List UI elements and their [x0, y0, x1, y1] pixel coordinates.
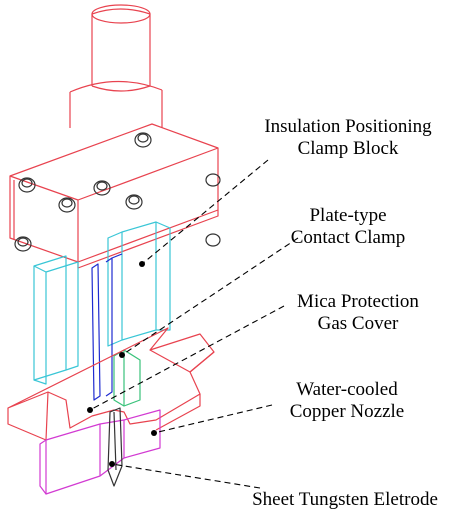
bolt-icon — [205, 233, 221, 247]
upper-cylinder — [69, 4, 163, 128]
label-insulation-block: Insulation Positioning Clamp Block — [228, 116, 468, 160]
insulation-clamp-block — [9, 123, 219, 269]
label-line: Water-cooled — [296, 379, 398, 400]
mica-gas-cover — [113, 349, 141, 407]
copper-nozzle — [7, 327, 215, 441]
bolt-icon — [18, 177, 36, 193]
label-line: Gas Cover — [317, 313, 399, 334]
label-line: Clamp Block — [297, 138, 399, 159]
label-tungsten-electrode: Sheet Tungsten Eletrode — [222, 489, 468, 511]
label-contact-clamp: Plate-type Contact Clamp — [278, 205, 418, 249]
label-line: Copper Nozzle — [289, 401, 405, 422]
leader-dot — [139, 261, 145, 267]
nozzle-base — [39, 409, 161, 495]
bolt-icon — [58, 197, 76, 213]
leader-dot — [151, 430, 157, 436]
bolt-icon — [125, 194, 143, 210]
electrode-plate — [91, 253, 123, 401]
label-mica-cover: Mica Protection Gas Cover — [278, 291, 438, 335]
tungsten-electrode-tip — [107, 407, 123, 487]
label-line: Sheet Tungsten Eletrode — [252, 489, 438, 510]
leader-dot — [109, 461, 115, 467]
label-copper-nozzle: Water-cooled Copper Nozzle — [272, 379, 422, 423]
leader-line-mica — [89, 305, 285, 411]
leader-lines — [87, 159, 299, 489]
label-line: Mica Protection — [297, 291, 419, 312]
label-line: Insulation Positioning — [264, 116, 432, 137]
contact-clamp — [33, 221, 171, 385]
bolt-icon — [205, 173, 221, 187]
leader-dot — [87, 407, 93, 413]
leader-line-contact-clamp — [121, 237, 299, 356]
label-line: Plate-type — [309, 205, 387, 226]
label-line: Contact Clamp — [290, 227, 406, 248]
bolt-icon — [134, 132, 152, 148]
leader-line-insulation — [141, 159, 269, 265]
leader-line-tungsten — [111, 463, 261, 489]
leader-dot — [119, 352, 125, 358]
bolt-group — [14, 132, 221, 252]
bolt-icon — [14, 236, 32, 252]
bolt-icon — [93, 180, 111, 196]
leader-line-nozzle — [153, 404, 273, 434]
